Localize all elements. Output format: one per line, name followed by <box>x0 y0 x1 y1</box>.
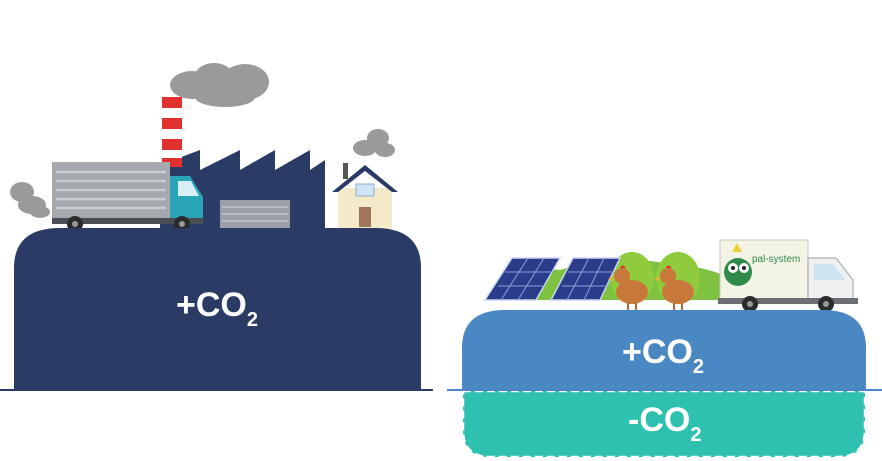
label-subscript: 2 <box>690 424 701 446</box>
label-main: +CO <box>176 286 247 324</box>
label-subscript: 2 <box>693 356 704 378</box>
right-co2-minus-label: -CO2 <box>628 403 701 437</box>
smoke-cloud-icon <box>170 63 269 107</box>
smoke-cloud-icon <box>10 182 50 218</box>
house-icon <box>332 163 398 230</box>
truck-icon: pal-system <box>718 240 858 312</box>
label-main: +CO <box>622 333 693 371</box>
left-co2-plus-label: +CO2 <box>176 288 258 322</box>
smokestack-icon <box>162 97 182 167</box>
truck-brand-text: pal-system <box>752 254 800 265</box>
smoke-cloud-icon <box>353 129 395 157</box>
label-main: -CO <box>628 401 690 439</box>
label-subscript: 2 <box>247 309 258 331</box>
right-co2-plus-label: +CO2 <box>622 335 704 369</box>
